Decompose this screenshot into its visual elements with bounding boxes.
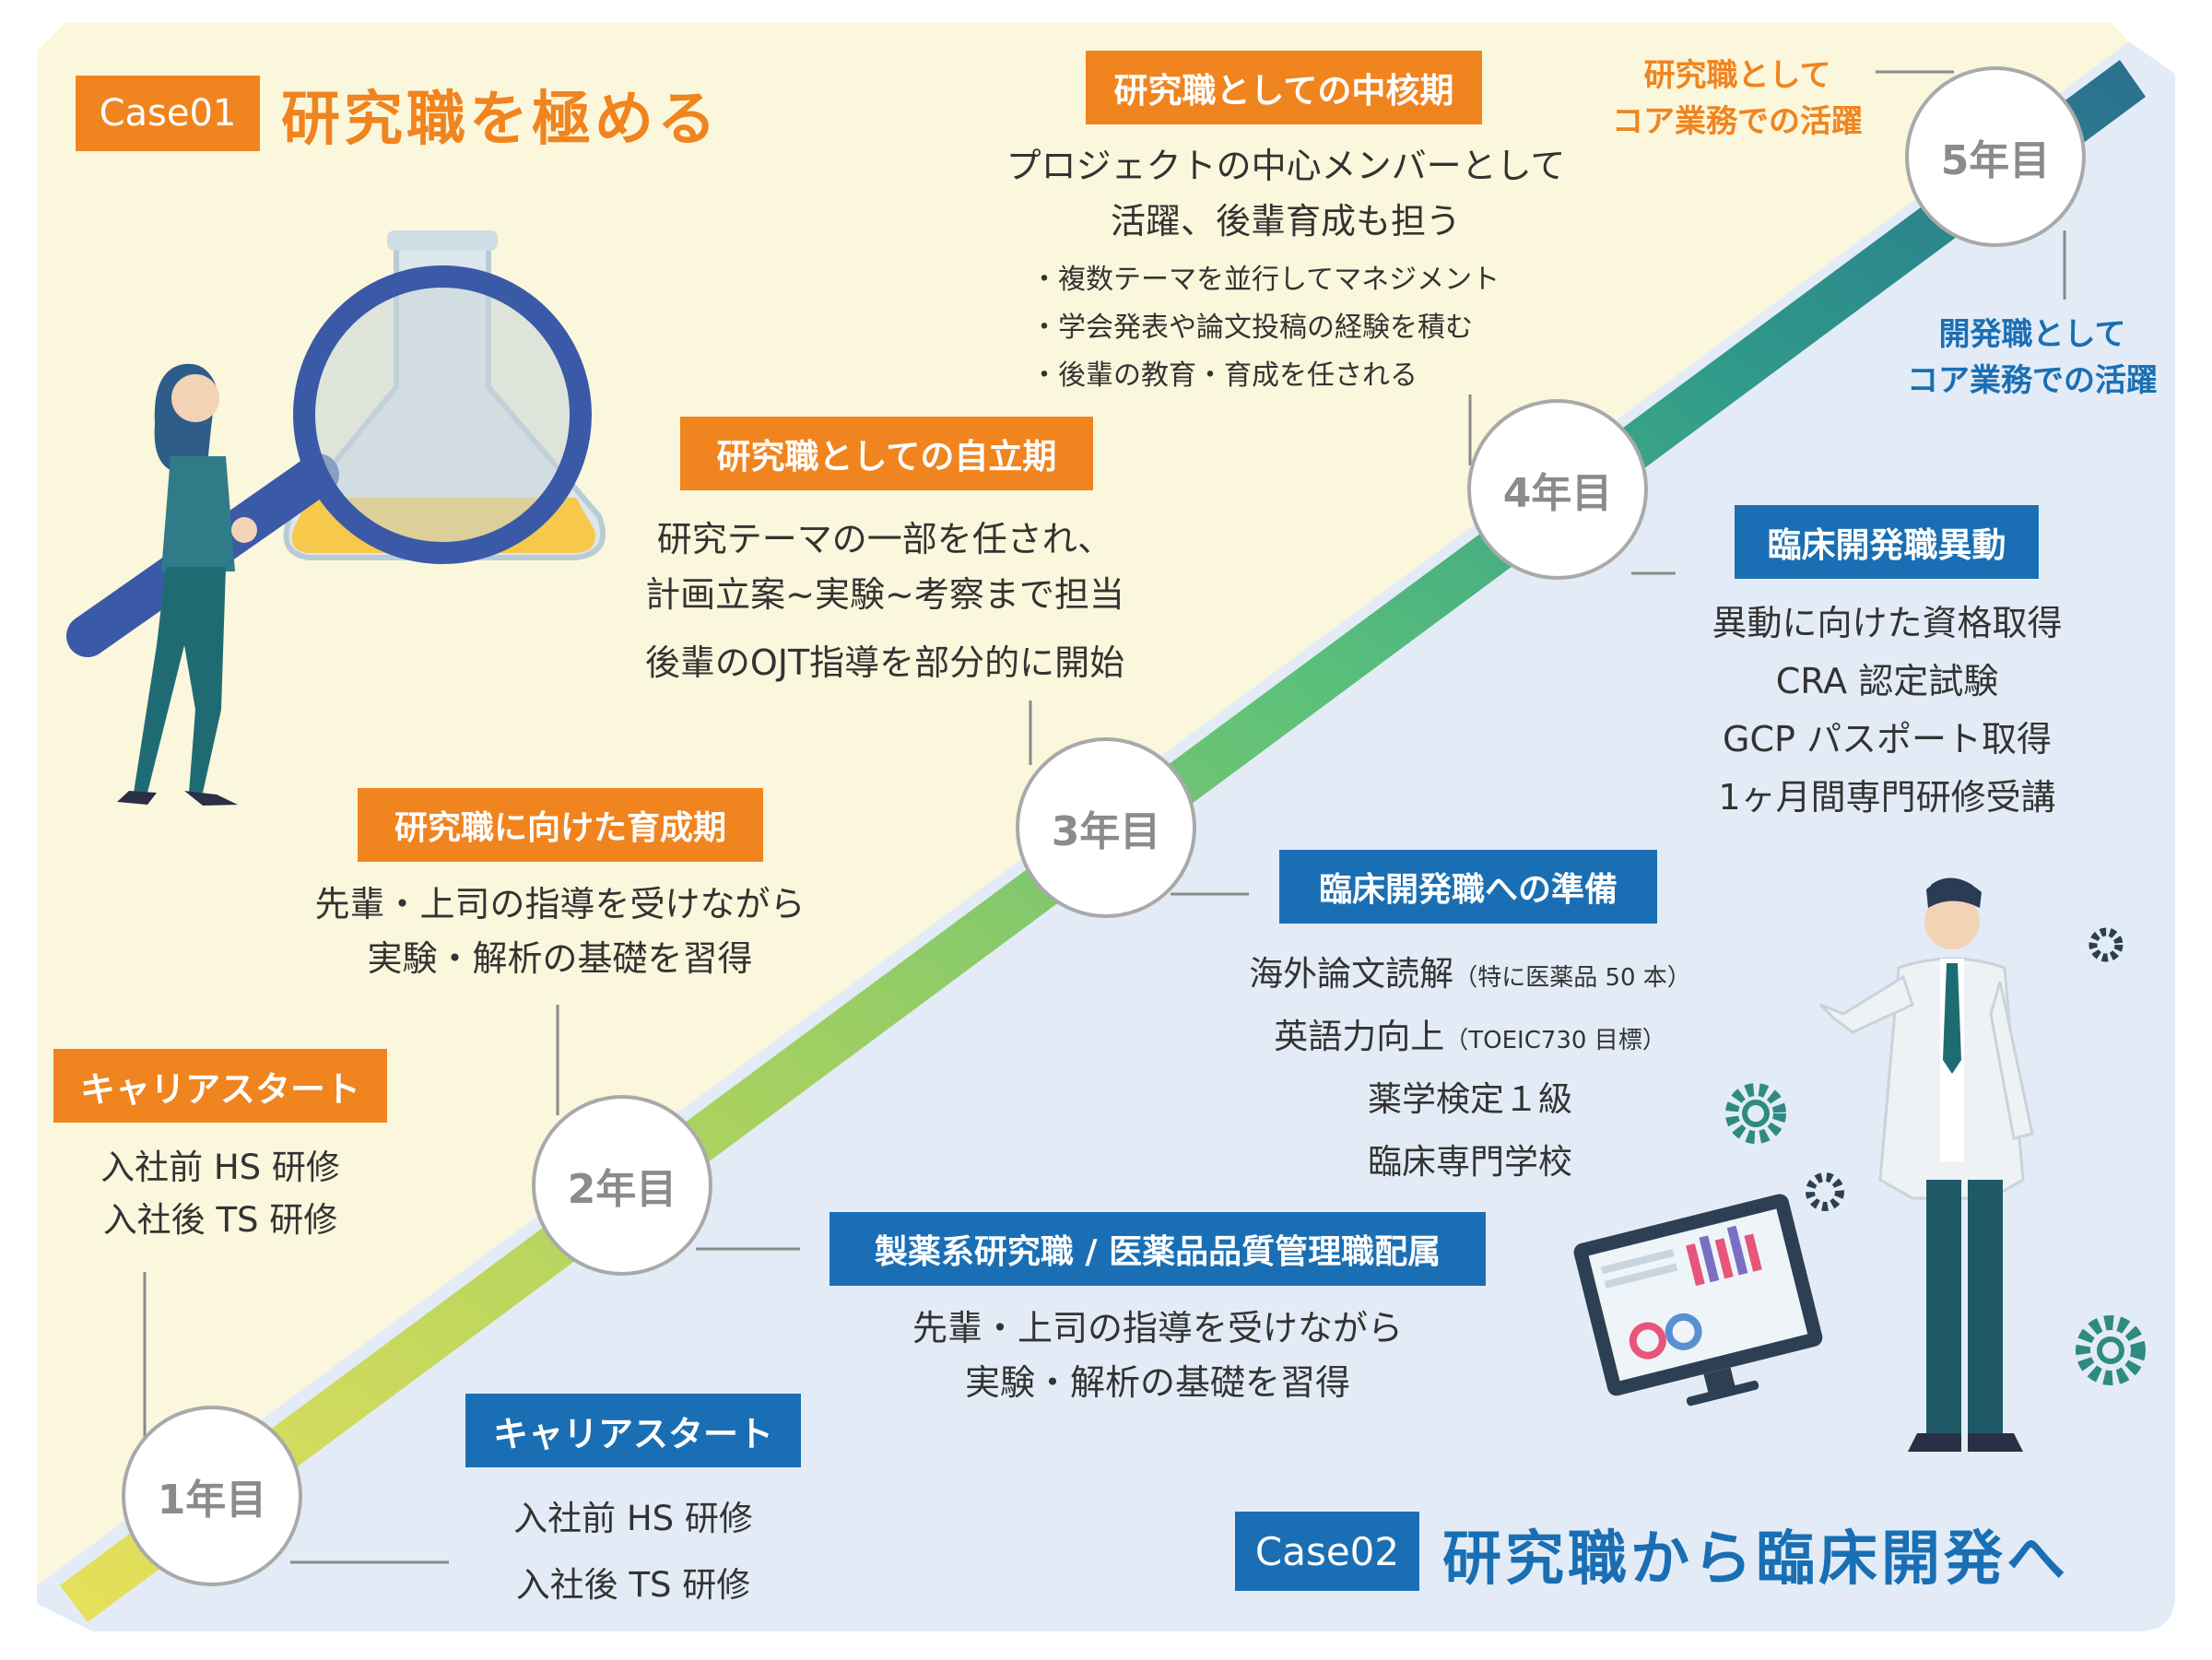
text-line: 先輩・上司の指導を受けながら [912,1308,1403,1348]
year5-circle: 5年目 [1905,66,2086,247]
gear-icon [1725,927,2146,1385]
case01-year1-heading: キャリアスタート [53,1049,387,1123]
year2-circle: 2年目 [532,1095,712,1276]
case01-year2-text: 先輩・上司の指導を受けながら 実験・解析の基礎を習得 [281,877,839,986]
text-line: 入社後 TS 研修 [515,1565,751,1605]
case02-year3-text: 海外論文読解（特に医薬品 50 本） 英語力向上（TOEIC730 目標） 薬学… [1171,945,1770,1195]
case02-year2-heading: 製薬系研究職 / 医薬品品質管理職配属 [830,1212,1486,1286]
text-line: 入社前 HS 研修 [513,1499,753,1538]
case01-year3-heading: 研究職としての自立期 [680,417,1093,490]
text-line: CRA 認定試験 [1775,661,1999,701]
text-line: プロジェクトの中心メンバーとして [1006,146,1566,186]
case01-year4-heading: 研究職としての中核期 [1086,51,1482,124]
case01-badge: Case01 [76,76,260,151]
case01-year3-text: 研究テーマの一部を任され、 計画立案~実験~考察まで担当 後輩のOJT指導を部分… [590,512,1180,690]
case01-year4-bullets: ・複数テーマを並行してマネジメント ・学会発表や論文投稿の経験を積む ・後輩の教… [1030,256,1500,400]
text-line: コア業務での活躍 [1612,103,1863,140]
year4-circle: 4年目 [1467,399,1648,580]
text-line: 開発職として [1938,316,2126,353]
bullet-item: ・後輩の教育・育成を任される [1030,359,1418,392]
case02-year5-text: 開発職として コア業務での活躍 [1894,312,2171,404]
text-line: 後輩のOJT指導を部分的に開始 [644,642,1125,683]
case02-title: 研究職から臨床開発へ [1442,1525,2069,1594]
text-line: 海外論文読解（特に医薬品 50 本） [1249,954,1691,994]
connector-lines [143,70,2066,1564]
case02-year4-heading: 臨床開発職異動 [1735,505,2039,579]
bullet-item: ・複数テーマを並行してマネジメント [1030,264,1500,296]
case01-year5-text: 研究職として コア業務での活躍 [1599,53,1876,145]
bullet-item: ・学会発表や論文投稿の経験を積む [1030,312,1473,344]
case02-year4-text: 異動に向けた資格取得 CRA 認定試験 GCP パスポート取得 1ヶ月間専門研修… [1659,595,2115,827]
doctor-man-icon [1818,877,2034,1452]
case01-year1-text: 入社前 HS 研修 入社後 TS 研修 [53,1141,387,1247]
case01-year2-heading: 研究職に向けた育成期 [358,788,763,862]
text-line: 異動に向けた資格取得 [1712,603,2063,643]
text-line: コア業務での活躍 [1907,362,2158,399]
text-line: 実験・解析の基礎を習得 [367,937,753,979]
text-line: 英語力向上（TOEIC730 目標） [1274,1017,1666,1056]
year3-circle: 3年目 [1016,737,1196,918]
case02-year1-text: 入社前 HS 研修 入社後 TS 研修 [465,1486,801,1619]
case02-year3-heading: 臨床開発職への準備 [1279,850,1657,924]
researcher-woman-icon [117,363,257,806]
text-line: 実験・解析の基礎を習得 [964,1361,1350,1403]
case01-title: 研究職を極める [281,86,720,154]
text-line: 1ヶ月間専門研修受講 [1718,777,2056,818]
case01-year4-text: プロジェクトの中心メンバーとして 活躍、後輩育成も担う [977,138,1594,249]
text-line: 先輩・上司の指導を受けながら [314,884,806,924]
text-line: 入社後 TS 研修 [102,1200,338,1241]
case02-year1-heading: キャリアスタート [465,1394,801,1467]
text-line: 計画立案~実験~考察まで担当 [645,574,1124,615]
text-line: 薬学検定１級 [1368,1079,1572,1119]
year1-circle: 1年目 [122,1406,302,1586]
case02-badge: Case02 [1235,1512,1419,1591]
text-line: GCP パスポート取得 [1723,719,2052,759]
text-line: 臨床専門学校 [1368,1142,1572,1182]
monitor-chart-icon [1573,1194,1823,1407]
text-line: 研究職として [1643,57,1831,94]
text-line: 入社前 HS 研修 [100,1148,340,1187]
text-line: 研究テーマの一部を任され、 [656,519,1113,559]
text-line: 活躍、後輩育成も担う [1110,201,1461,241]
case02-year2-text: 先輩・上司の指導を受けながら 実験・解析の基礎を習得 [830,1301,1486,1410]
